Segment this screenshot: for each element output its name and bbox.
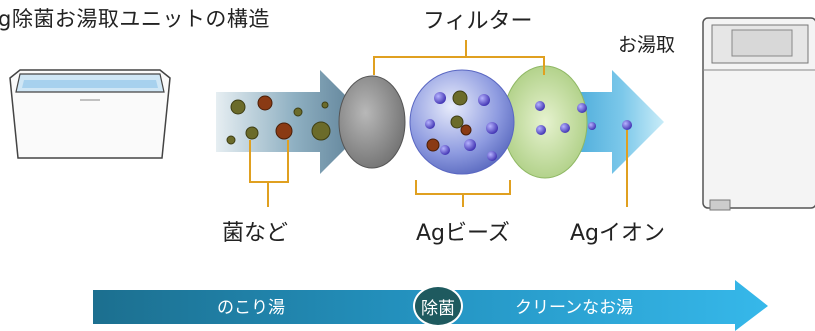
clean-water-label: クリーンなお湯	[515, 298, 634, 318]
sterilize-badge-label: 除菌	[421, 298, 455, 319]
ag-ion-label: Agイオン	[570, 221, 666, 246]
leftover-water-label: のこり湯	[217, 298, 285, 318]
grey-filter-disc	[338, 75, 406, 169]
page-title: g除菌お湯取ユニットの構造	[0, 7, 270, 31]
clean-water-arrow	[560, 70, 664, 174]
filter-label: フィルター	[423, 9, 533, 34]
bacteria-icon	[226, 95, 331, 145]
ag-ion-icon	[535, 101, 632, 135]
filter-bracket	[373, 40, 545, 75]
sterilize-badge: 除菌	[413, 285, 463, 327]
ag-bead-icon	[409, 69, 515, 175]
washing-machine-icon	[702, 17, 815, 211]
bacteria-bracket	[249, 140, 289, 207]
dirty-water-arrow	[216, 70, 372, 174]
green-filter-disc	[502, 65, 588, 179]
ag-beads-label: Agビーズ	[416, 221, 510, 246]
otori-label: お湯取	[618, 34, 676, 56]
ag-beads-bracket	[415, 180, 511, 207]
bacteria-label: 菌など	[222, 221, 289, 246]
bathtub-icon	[9, 69, 171, 159]
